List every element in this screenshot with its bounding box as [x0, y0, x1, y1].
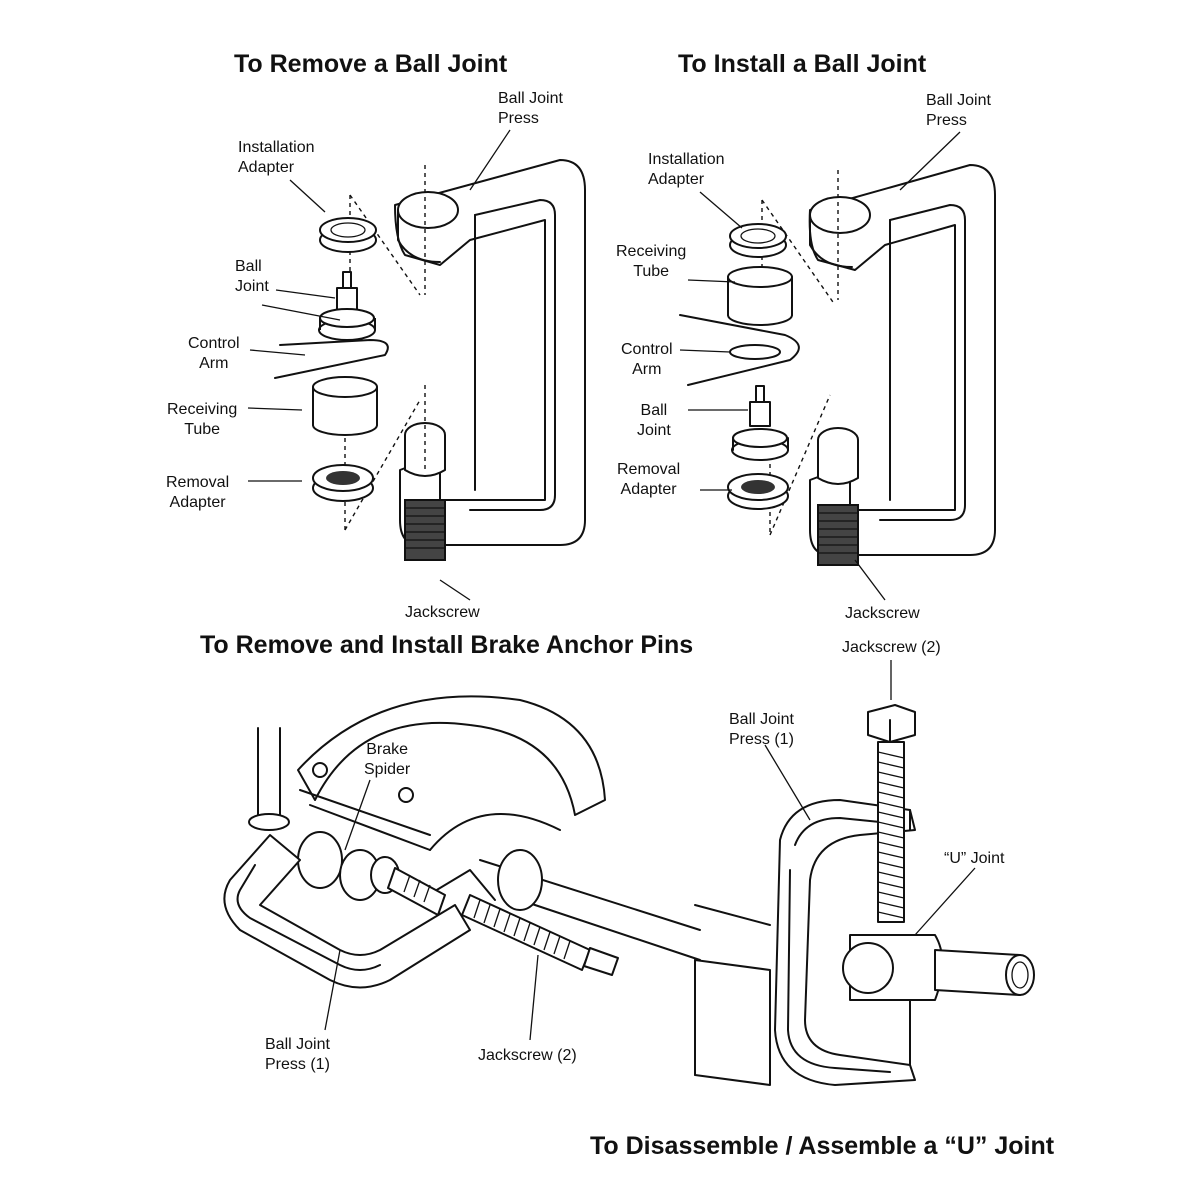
install-label-control-arm: Control Arm — [621, 341, 673, 378]
remove-label-ball-joint-press: Ball Joint Press — [498, 90, 563, 127]
ujoint-jackscrew — [867, 704, 916, 923]
title-u-joint: To Disassemble / Assemble a “U” Joint — [590, 1132, 1055, 1160]
install-label-removal-adapter: Removal Adapter — [617, 461, 681, 498]
install-label-receiving-tube: Receiving Tube — [616, 243, 687, 280]
remove-receiving-tube — [312, 376, 378, 436]
remove-label-receiving-tube: Receiving Tube — [167, 401, 238, 438]
brake-anchor-pins-drawing — [223, 695, 701, 1041]
remove-label-jackscrew: Jackscrew — [405, 604, 480, 621]
remove-ball-joint — [318, 271, 376, 341]
remove-removal-adapter — [312, 464, 374, 502]
remove-control-arm — [274, 339, 389, 379]
remove-installation-adapter — [319, 217, 377, 253]
brake-label-brake-spider: Brake Spider — [364, 741, 411, 778]
install-label-installation-adapter: Installation Adapter — [648, 151, 725, 188]
brake-jackscrew — [387, 867, 619, 976]
remove-label-ball-joint: Ball Joint — [235, 258, 269, 295]
install-label-jackscrew: Jackscrew — [845, 605, 920, 622]
u-joint — [842, 934, 1035, 1001]
remove-ball-joint-drawing — [247, 129, 586, 601]
title-brake-anchor-pins: To Remove and Install Brake Anchor Pins — [200, 631, 694, 659]
brake-label-ball-joint-press: Ball Joint Press (1) — [265, 1036, 330, 1073]
remove-label-installation-adapter: Installation Adapter — [238, 139, 315, 176]
install-receiving-tube — [727, 266, 793, 326]
ujoint-label-u-joint: “U” Joint — [944, 850, 1005, 867]
ujoint-press-frame — [774, 799, 916, 1086]
install-removal-adapter — [727, 473, 789, 510]
remove-press-frame — [394, 159, 586, 546]
install-label-ball-joint-press: Ball Joint Press — [926, 92, 991, 129]
remove-label-control-arm: Control Arm — [188, 335, 240, 372]
install-control-arm — [679, 314, 800, 386]
install-label-ball-joint: Ball Joint — [637, 402, 671, 439]
u-joint-drawing — [694, 660, 1035, 1086]
ujoint-label-jackscrew: Jackscrew (2) — [842, 639, 941, 656]
brake-spider — [297, 831, 400, 901]
title-install-ball-joint: To Install a Ball Joint — [678, 50, 927, 78]
brake-shoe — [297, 695, 606, 851]
install-jackscrew — [817, 427, 859, 566]
title-remove-ball-joint: To Remove a Ball Joint — [234, 50, 508, 78]
install-installation-adapter — [729, 223, 787, 258]
install-ball-joint-drawing — [679, 131, 996, 601]
ujoint-label-ball-joint-press: Ball Joint Press (1) — [729, 711, 794, 748]
brake-label-jackscrew: Jackscrew (2) — [478, 1047, 577, 1064]
install-ball-joint — [731, 385, 789, 461]
install-press-frame — [808, 164, 996, 556]
remove-label-removal-adapter: Removal Adapter — [166, 474, 230, 511]
